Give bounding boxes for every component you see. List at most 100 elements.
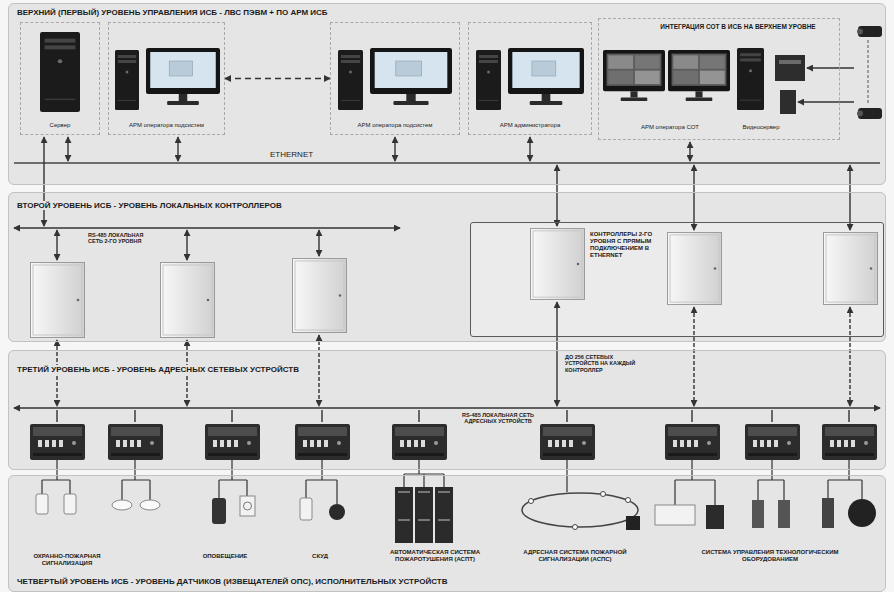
box-caption: АРМ администратора	[469, 122, 591, 129]
network-device	[745, 424, 800, 460]
equipment-box	[655, 505, 695, 525]
controller	[668, 232, 722, 304]
controller	[531, 228, 585, 299]
integration-box: ИНТЕГРАЦИЯ СОТ В ИСБ НА ВЕРХНЕМ УРОВНЕ АР…	[598, 18, 840, 140]
video-monitor	[668, 50, 730, 101]
ethernet-bus	[14, 162, 880, 164]
controller	[824, 232, 878, 304]
box-caption: АРМ оператора подсистем	[331, 122, 459, 129]
extinguishing-cabinet	[395, 487, 413, 543]
video-wire	[807, 67, 854, 68]
band-ground	[8, 475, 886, 592]
loop-device	[601, 492, 606, 497]
link-arrow	[43, 137, 44, 226]
smoke-detector	[112, 500, 132, 510]
speaker	[240, 496, 255, 516]
controller-group-box: КОНТРОЛЛЕРЫ 2-ГО УРОВНЯ С ПРЯМЫМ ПОДКЛЮЧ…	[470, 222, 884, 337]
box-caption: ИНТЕГРАЦИЯ СОТ В ИСБ НА ВЕРХНЕМ УРОВНЕ	[639, 23, 837, 30]
link-arrow	[318, 230, 319, 256]
camera-lens	[857, 111, 863, 117]
speaker-cone	[244, 502, 252, 510]
valve	[822, 498, 834, 528]
monitor	[146, 48, 220, 105]
device-drops	[57, 410, 849, 422]
address-loop	[522, 493, 638, 527]
bus-links	[14, 137, 880, 422]
camera	[858, 26, 882, 37]
system-label: СИСТЕМА УПРАВЛЕНИЯ ТЕХНОЛОГИЧЕСКИМ ОБОРУ…	[690, 549, 850, 563]
rs485-bus	[14, 407, 880, 408]
valve	[778, 500, 790, 528]
smoke-detector	[140, 500, 160, 510]
box-subcaption: Видеосервер	[726, 124, 796, 131]
exit-button	[329, 504, 345, 520]
system-label: АВТОМАТИЧЕСКАЯ СИСТЕМА ПОЖАРОТУШЕНИЯ (АС…	[375, 549, 495, 563]
network-note: RS-485 ЛОКАЛЬНАЯ СЕТЬ 2-ГО УРОВНЯ	[88, 232, 150, 245]
loop-device	[626, 498, 631, 503]
capture-board	[780, 90, 796, 114]
network-device	[392, 424, 447, 460]
link-arrow	[177, 137, 178, 161]
loop-device	[529, 499, 534, 504]
camera-lens	[857, 29, 863, 35]
workstation-box: АРМ оператора подсистем	[108, 22, 225, 135]
link-arrow	[689, 142, 690, 161]
link-arrow	[849, 307, 850, 406]
controller	[161, 263, 215, 338]
network-note: ДО 256 СЕТЕВЫХ УСТРОЙСТВ НА КАЖДЫЙ КОНТР…	[565, 354, 645, 373]
network-device	[108, 424, 163, 460]
link-arrow	[556, 302, 557, 406]
group-ground	[470, 222, 884, 337]
network-note: RS-485 ЛОКАЛЬНАЯ СЕТЬ АДРЕСНЫХ УСТРОЙСТВ	[462, 412, 534, 425]
video-monitor	[603, 50, 665, 101]
level-band: ВТОРОЙ УРОВЕНЬ ИСБ - УРОВЕНЬ ЛОКАЛЬНЫХ К…	[8, 192, 886, 342]
actuator	[706, 505, 724, 529]
level-band: ЧЕТВЕРТЫЙ УРОВЕНЬ ИСБ - УРОВЕНЬ ДАТЧИКОВ…	[8, 475, 886, 592]
box-caption: АРМ оператора подсистем	[109, 122, 224, 129]
network-device	[205, 424, 260, 460]
band-ground	[8, 350, 886, 470]
band-heading: ТРЕТИЙ УРОВЕНЬ ИСБ - УРОВЕНЬ АДРЕСНЫХ СЕ…	[15, 365, 301, 374]
detector	[36, 494, 48, 514]
band-ground	[8, 3, 886, 185]
network-device	[540, 424, 595, 460]
controller	[31, 263, 85, 338]
box-caption: КОНТРОЛЛЕРЫ 2-ГО УРОВНЯ С ПРЯМЫМ ПОДКЛЮЧ…	[590, 231, 662, 259]
bus-label: ETHERNET	[270, 150, 313, 159]
link-arrow	[67, 137, 68, 161]
band-heading: ВЕРХНИЙ (ПЕРВЫЙ) УРОВЕНЬ УПРАВЛЕНИЯ ИСБ …	[15, 8, 330, 17]
link-arrow	[56, 230, 57, 260]
workstation-box: АРМ оператора подсистем	[330, 22, 460, 135]
detector	[64, 494, 76, 514]
pump	[848, 499, 876, 527]
monitor	[370, 48, 452, 105]
controller	[293, 258, 347, 332]
band-heading: ЧЕТВЕРТЫЙ УРОВЕНЬ ИСБ - УРОВЕНЬ ДАТЧИКОВ…	[15, 577, 449, 586]
camera-bracket	[868, 40, 869, 105]
video-server	[737, 48, 764, 110]
server-tower	[40, 32, 80, 112]
siren	[212, 498, 226, 524]
link-arrow	[318, 335, 319, 406]
system-label: СКУД	[290, 553, 350, 560]
level-band: ВЕРХНИЙ (ПЕРВЫЙ) УРОВЕНЬ УПРАВЛЕНИЯ ИСБ …	[8, 3, 886, 185]
extinguishing-cabinet	[415, 487, 433, 543]
loop-module	[626, 516, 640, 530]
box-subcaption: АРМ оператора СОТ	[605, 124, 735, 131]
link-arrow	[394, 137, 395, 161]
link-arrow	[186, 230, 187, 260]
network-device	[295, 424, 350, 460]
link-arrow	[556, 165, 557, 226]
link-arrow	[849, 165, 850, 230]
capture-board	[775, 55, 805, 81]
camera	[858, 108, 882, 119]
card-reader	[300, 498, 312, 520]
loop-device	[573, 525, 578, 530]
band-ground	[8, 192, 886, 342]
system-label: АДРЕСНАЯ СИСТЕМА ПОЖАРНОЙ СИГНАЛИЗАЦИИ (…	[510, 549, 640, 563]
link-arrow	[693, 165, 694, 230]
monitor	[508, 48, 584, 105]
link-arrow	[693, 307, 694, 406]
